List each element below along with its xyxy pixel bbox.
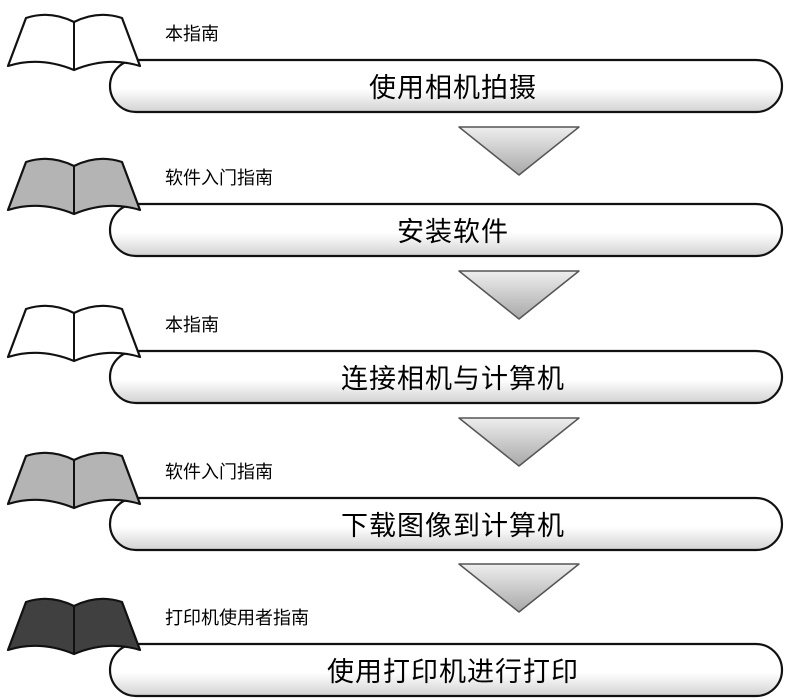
step-5: 打印机使用者指南 使用打印机进行打印 bbox=[6, 597, 784, 698]
open-book-icon bbox=[6, 451, 142, 510]
guide-name: 软件入门指南 bbox=[165, 462, 273, 483]
step-title: 下载图像到计算机 bbox=[341, 511, 565, 542]
open-book-icon bbox=[6, 13, 142, 72]
step-title: 使用相机拍摄 bbox=[369, 73, 537, 104]
open-book-icon bbox=[6, 157, 142, 216]
open-book-icon bbox=[6, 597, 142, 656]
down-triangle-arrow-icon bbox=[458, 270, 580, 320]
step-pill bbox=[108, 496, 784, 552]
guide-name: 软件入门指南 bbox=[165, 168, 273, 189]
down-triangle-arrow-icon bbox=[458, 126, 580, 176]
down-triangle-arrow-icon bbox=[458, 417, 580, 467]
step-1: 本指南 使用相机拍摄 bbox=[6, 13, 784, 114]
step-3: 本指南 连接相机与计算机 bbox=[6, 304, 784, 405]
step-title: 安装软件 bbox=[397, 217, 509, 248]
guide-name: 本指南 bbox=[165, 24, 219, 45]
step-2: 软件入门指南 安装软件 bbox=[6, 157, 784, 258]
step-pill bbox=[108, 642, 784, 698]
open-book-icon bbox=[6, 304, 142, 363]
step-4: 软件入门指南 下载图像到计算机 bbox=[6, 451, 784, 552]
down-triangle-arrow-icon bbox=[458, 563, 580, 613]
guide-name: 打印机使用者指南 bbox=[165, 608, 309, 629]
step-title: 连接相机与计算机 bbox=[341, 364, 565, 395]
step-title: 使用打印机进行打印 bbox=[327, 657, 579, 688]
step-pill bbox=[108, 202, 784, 258]
guide-name: 本指南 bbox=[165, 315, 219, 336]
step-pill bbox=[108, 349, 784, 405]
step-pill bbox=[108, 58, 784, 114]
